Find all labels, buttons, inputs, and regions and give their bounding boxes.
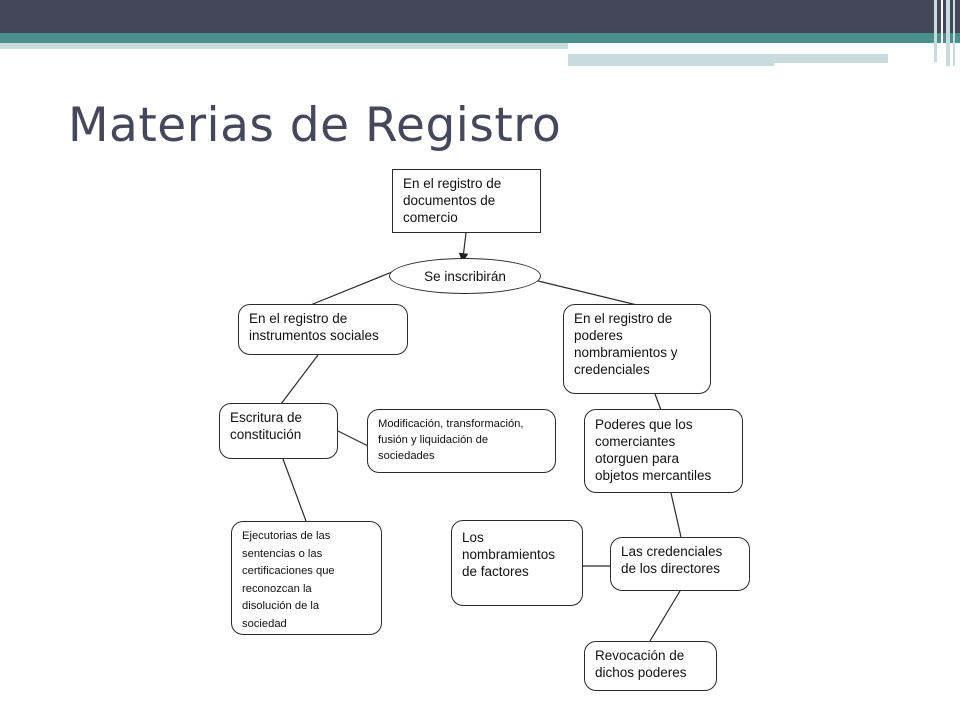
escritura-box: Escritura de constitución <box>219 403 338 459</box>
left-branch-box: En el registro de instrumentos sociales <box>238 304 408 355</box>
header-white-line <box>568 50 888 52</box>
line-escritura-to-modificacion <box>337 430 369 447</box>
arrow-root-to-hub <box>458 232 469 263</box>
line-escritura-to-ejecutorias <box>282 458 307 522</box>
line-hub-to-right <box>533 279 638 306</box>
page-title: Materias de Registro <box>68 98 562 153</box>
corner-stripe-2 <box>941 0 943 66</box>
hub-label: Se inscribirán <box>424 268 506 284</box>
line-right-to-poderes <box>654 393 662 411</box>
line-poderes-to-credenciales <box>670 492 682 538</box>
corner-stripe-3 <box>946 0 950 66</box>
modificacion-box: Modificación, transformación, fusión y l… <box>367 409 556 473</box>
root-box: En el registro de documentos de comercio <box>392 169 541 233</box>
corner-stripe-4 <box>953 0 955 66</box>
line-credenciales-to-revocacion <box>649 590 681 642</box>
header-teal-bar <box>0 33 960 43</box>
ejecutorias-box: Ejecutorias de las sentencias o las cert… <box>231 521 382 635</box>
header-dark-bar <box>0 0 960 33</box>
line-left-to-escritura <box>280 354 319 405</box>
line-hub-to-left <box>307 271 393 307</box>
header-light-bar-lower <box>568 63 774 66</box>
right-branch-box: En el registro de poderes nombramientos … <box>563 304 711 394</box>
poderes-box: Poderes que los comerciantes otorguen pa… <box>584 409 743 493</box>
credenciales-box: Las credenciales de los directores <box>610 537 750 591</box>
hub-ellipse: Se inscribirán <box>389 258 541 294</box>
nombramientos-box: Los nombramientos de factores <box>451 520 583 606</box>
corner-stripe-1 <box>934 0 937 62</box>
revocacion-box: Revocación de dichos poderes <box>584 641 717 691</box>
header-light-bar-right <box>568 54 888 63</box>
header-light-bar <box>0 43 568 49</box>
